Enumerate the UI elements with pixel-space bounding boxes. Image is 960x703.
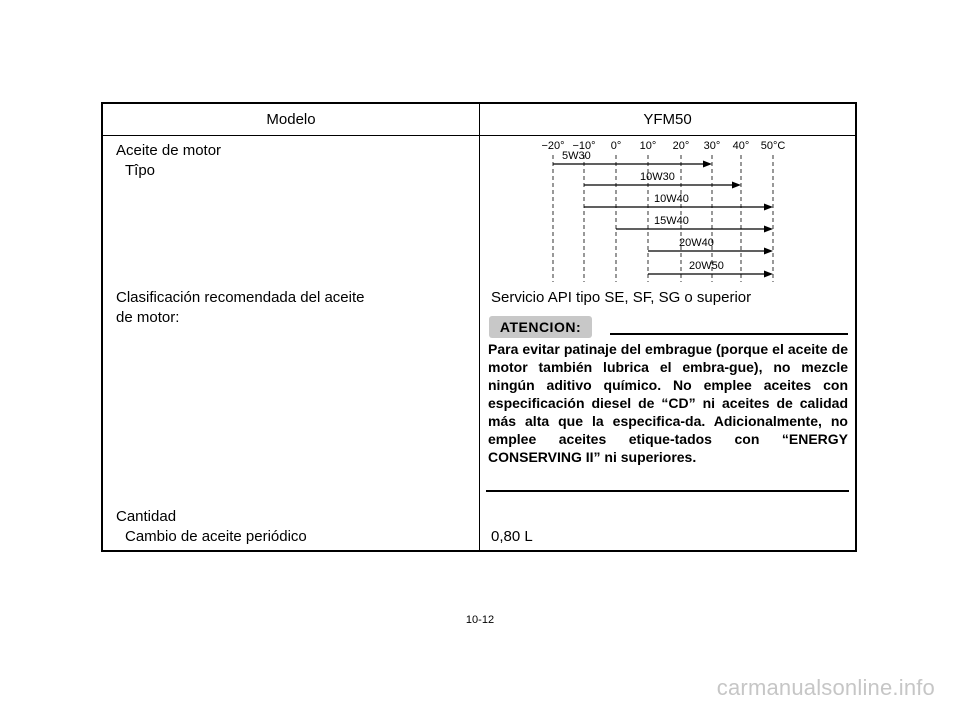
viscosity-grades: 5W30 10W30 10W40 15W40 20W40 20W50 [553,150,773,278]
classification-label-line2: de motor: [116,309,180,326]
quantity-value: 0,80 L [491,528,533,545]
caution-bottom-rule [486,490,849,492]
oil-type-label: Tîpo [125,162,156,179]
specification-table: Modelo YFM50 [101,102,857,552]
caution-text: Para evitar patinaje del embrague (porqu… [488,341,848,465]
temperature-guides [552,155,774,282]
temperature-label: 10° [640,140,657,152]
temperature-label: 30° [704,140,721,152]
classification-label-line1: Clasificación recomendada del aceite [116,289,365,306]
viscosity-range-arrow [732,181,741,189]
viscosity-grade-label: 20W40 [679,237,714,249]
temperature-label: −10° [572,140,595,152]
temperature-label: 0° [611,140,622,152]
temperature-label: 20° [673,140,690,152]
quantity-label: Cantidad [116,508,177,525]
caution-heading: ATENCION: [489,316,592,338]
model-header-label: Modelo [266,111,316,128]
caution-top-rule [610,333,848,335]
viscosity-grade-label: 20W50 [689,260,724,272]
viscosity-grade-label: 5W30 [562,150,591,162]
temperature-label: 50°C [761,140,786,152]
temperature-label: 40° [733,140,750,152]
viscosity-range-arrow [764,247,773,255]
temperature-axis: −20° −10° 0° 10° 20° 30° 40° 50°C [541,140,785,152]
viscosity-grade-label: 10W40 [654,193,689,205]
viscosity-grade-label: 15W40 [654,215,689,227]
model-header-value: YFM50 [643,111,692,128]
temperature-label: −20° [541,140,564,152]
engine-oil-label: Aceite de motor [116,142,222,159]
viscosity-grade-label: 10W30 [640,171,675,183]
oil-viscosity-chart: −20° −10° 0° 10° 20° 30° 40° 50°C 5W30 10W30 10W4… [541,140,785,282]
viscosity-range-arrow [764,203,773,211]
viscosity-range-arrow [764,270,773,278]
oil-change-label: Cambio de aceite periódico [125,528,307,545]
viscosity-range-arrow [703,160,712,168]
viscosity-range-arrow [764,225,773,233]
page-number: 10-12 [465,614,495,626]
column-divider [479,104,480,550]
watermark: carmanualsonline.info [716,675,935,700]
classification-value: Servicio API tipo SE, SF, SG o superior [491,289,752,306]
